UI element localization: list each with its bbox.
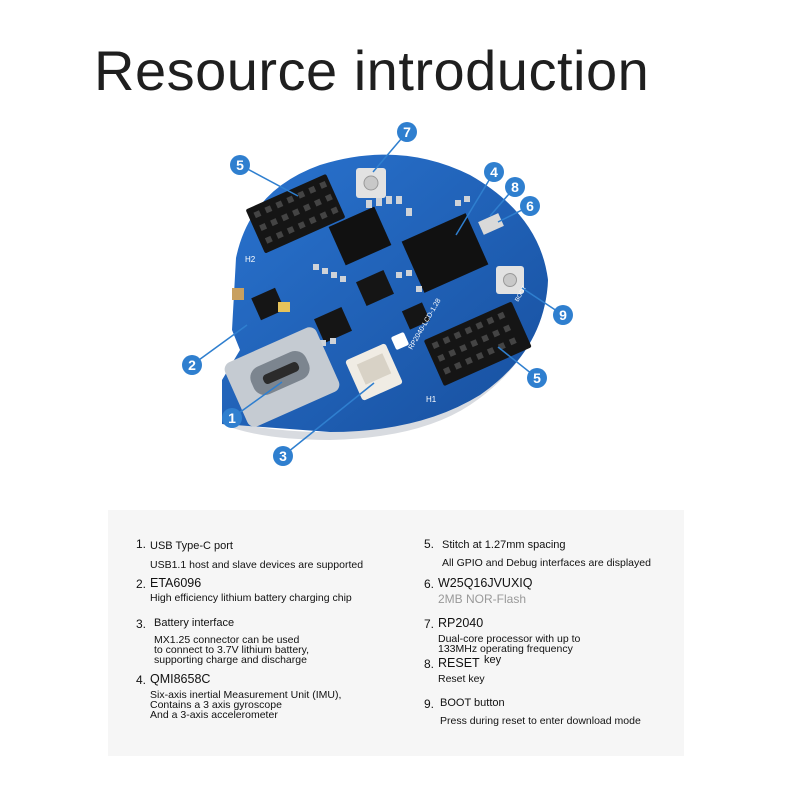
item-heading: RESET xyxy=(438,656,480,670)
led xyxy=(278,302,290,312)
item-number: 5. xyxy=(424,537,435,551)
callout-9: 9 xyxy=(553,305,573,325)
capacitor xyxy=(232,288,244,300)
item-description: Dual-core processor with up to xyxy=(438,633,581,645)
item-number: 3. xyxy=(136,617,147,631)
item-description: Contains a 3 axis gyroscope xyxy=(150,699,282,711)
rp2040-chip xyxy=(401,213,489,293)
callout-5-top: 5 xyxy=(230,155,250,175)
callout-4: 4 xyxy=(484,162,504,182)
item-description: Press during reset to enter download mod… xyxy=(440,715,641,727)
item-heading: QMI8658C xyxy=(150,672,211,686)
item-heading: BOOT button xyxy=(440,697,505,709)
waveshare-logo xyxy=(391,332,409,350)
item-heading-extra: key xyxy=(484,654,502,666)
item-description: supporting charge and discharge xyxy=(154,654,307,666)
item-description: MX1.25 connector can be used xyxy=(154,634,300,646)
h1-label: H1 xyxy=(426,395,437,404)
boot-button xyxy=(496,266,524,294)
item-description: High efficiency lithium battery charging… xyxy=(150,592,352,604)
header-h2 xyxy=(246,174,345,253)
resource-list-panel: 1. USB Type-C port USB1.1 host and slave… xyxy=(108,510,684,756)
item-heading: W25Q16JVUXIQ xyxy=(438,576,533,590)
battery-connector xyxy=(345,343,403,401)
item-number: 4. xyxy=(136,673,147,687)
item-description: Reset key xyxy=(438,673,485,685)
item-number: 2. xyxy=(136,577,147,591)
callout-3: 3 xyxy=(273,446,293,466)
svg-text:4: 4 xyxy=(490,164,498,180)
pcb-board-image: H2 H1 BOOT xyxy=(182,122,573,466)
svg-text:9: 9 xyxy=(559,307,567,323)
item-number: 1. xyxy=(136,537,147,551)
item-description: Six-axis inertial Measurement Unit (IMU)… xyxy=(150,689,342,701)
page-title: Resource introduction xyxy=(94,39,650,102)
item-heading: Stitch at 1.27mm spacing xyxy=(442,539,566,551)
item-description: to connect to 3.7V lithium battery, xyxy=(154,644,310,656)
svg-text:7: 7 xyxy=(403,124,411,140)
callout-8: 7 xyxy=(397,122,417,142)
eta6096-chip xyxy=(251,287,285,321)
svg-text:5: 5 xyxy=(533,370,541,386)
small-ic xyxy=(401,302,431,330)
item-number: 9. xyxy=(424,697,435,711)
item-description: USB1.1 host and slave devices are suppor… xyxy=(150,559,364,571)
callout-6: 6 xyxy=(520,196,540,216)
svg-text:5: 5 xyxy=(236,157,244,173)
item-description: All GPIO and Debug interfaces are displa… xyxy=(442,557,651,569)
callout-5-bottom: 5 xyxy=(527,368,547,388)
svg-text:1: 1 xyxy=(228,410,236,426)
item-description: 2MB NOR-Flash xyxy=(438,592,527,606)
svg-text:3: 3 xyxy=(279,448,287,464)
callout-1: 1 xyxy=(222,408,242,428)
item-heading: ETA6096 xyxy=(150,576,202,590)
qmi8658c-chip xyxy=(356,270,394,306)
item-number: 6. xyxy=(424,577,435,591)
callout-lines xyxy=(191,131,564,457)
svg-text:6: 6 xyxy=(526,198,534,214)
item-description: And a 3-axis accelerometer xyxy=(150,709,278,721)
callout-2: 2 xyxy=(182,355,202,375)
chip-flash-area xyxy=(328,206,392,266)
item-description: 133MHz operating frequency xyxy=(438,643,573,655)
item-heading: USB Type-C port xyxy=(150,540,233,552)
item-number: 7. xyxy=(424,617,435,631)
h2-label: H2 xyxy=(245,255,256,264)
svg-text:2: 2 xyxy=(188,357,196,373)
callout-7: 8 xyxy=(505,177,525,197)
item-number: 8. xyxy=(424,657,435,671)
reset-button xyxy=(356,168,386,198)
crystal xyxy=(478,213,504,235)
item-heading: RP2040 xyxy=(438,616,484,630)
item-heading: Battery interface xyxy=(154,617,235,629)
regulator-chip xyxy=(314,307,352,343)
svg-text:8: 8 xyxy=(511,179,519,195)
